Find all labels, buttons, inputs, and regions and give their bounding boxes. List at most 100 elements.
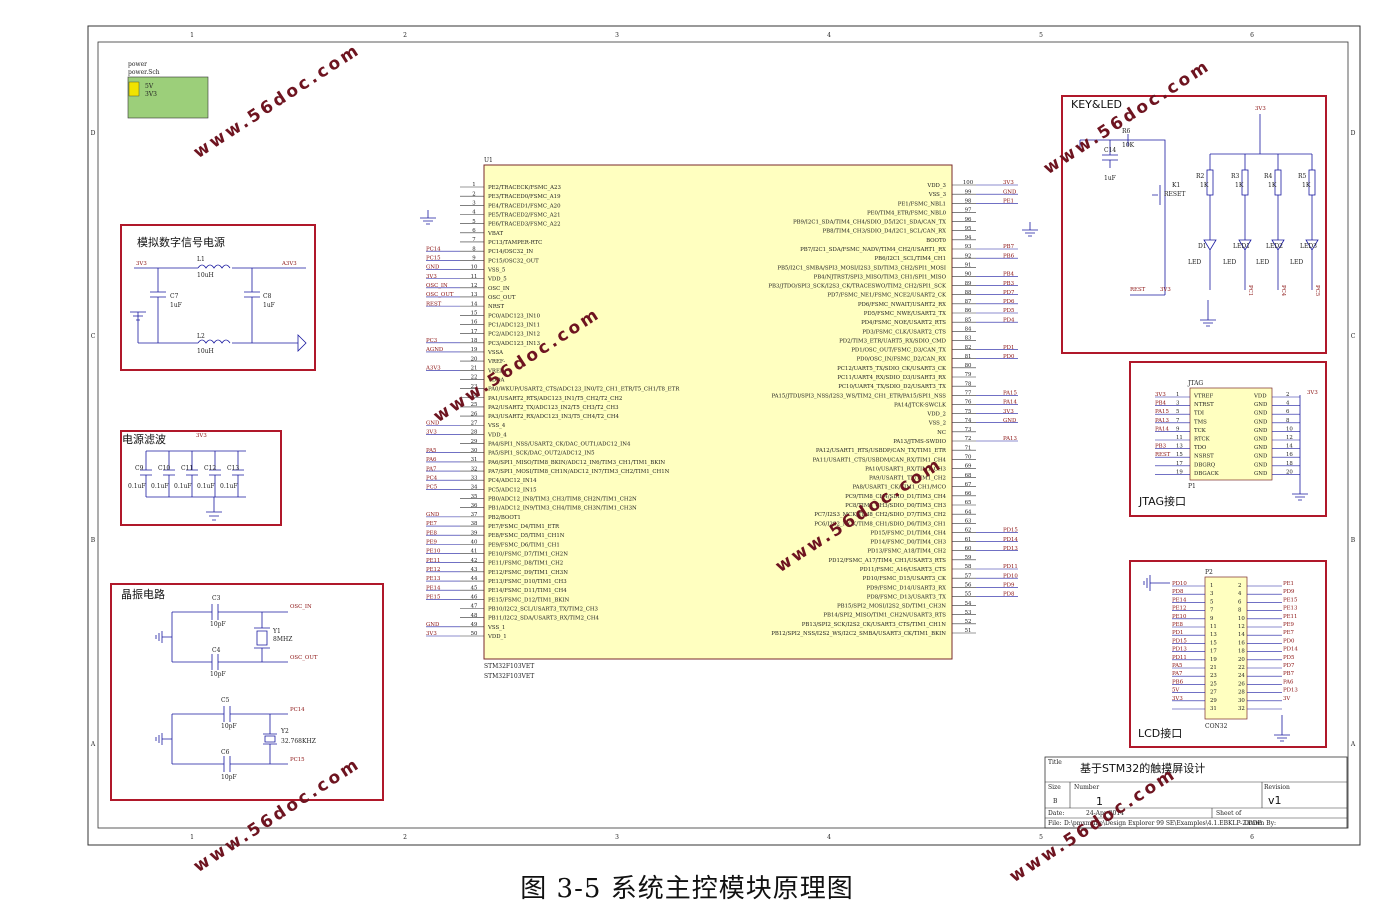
lcd-net-label: PD11 xyxy=(1172,655,1187,661)
mcu-pin-name: PA4/SPI1_NSS/USART2_CK/DAC_OUT1/ADC12_IN… xyxy=(488,442,631,448)
jtag-pin-number: 15 xyxy=(1176,452,1183,458)
led-resistor-value: 1K xyxy=(1268,182,1277,189)
mcu-net-label: GND xyxy=(426,622,440,628)
capacitor-symbol xyxy=(232,451,244,497)
jtag-pin-name: RTCK xyxy=(1194,437,1211,443)
grid-col-label: 2 xyxy=(403,32,407,39)
mcu-net-label: 3V3 xyxy=(1003,180,1014,186)
grid-col-label: 6 xyxy=(1250,834,1254,841)
mcu-pin-number: 54 xyxy=(965,601,972,607)
jtag-pin-name: TDO xyxy=(1194,445,1207,451)
mcu-net-label: OSC_OUT xyxy=(426,292,454,298)
mcu-net-label: PD4 xyxy=(1003,317,1015,323)
mcu-pin-name: PA8/USART1_CK/TIM1_CH1/MCO xyxy=(852,485,946,491)
grid-col-label: 6 xyxy=(1250,32,1254,39)
jtag-net-label: PB3 xyxy=(1155,444,1167,450)
mcu-pin-number: 59 xyxy=(965,555,972,561)
lcd-pin-number: 28 xyxy=(1238,690,1245,696)
mcu-pin-number: 24 xyxy=(471,393,478,399)
lcd-pin-number: 12 xyxy=(1238,624,1245,630)
led-resistor-ref: R5 xyxy=(1298,173,1307,180)
mcu-net-label: PE8 xyxy=(426,530,438,536)
mcu-pin-number: 86 xyxy=(965,308,972,314)
y2-value: 32.768KHZ xyxy=(281,738,316,745)
mcu-net-label: PD8 xyxy=(1003,592,1015,598)
mcu-pin-number: 51 xyxy=(965,628,972,634)
mcu-pin-number: 50 xyxy=(471,631,478,637)
mcu-pin-name: PD12/FSMC_A17/TIM4_CH1/USART3_RTS xyxy=(829,558,947,564)
mcu-pin-name: VBAT xyxy=(487,231,503,237)
mcu-pin-number: 32 xyxy=(471,466,478,472)
filter-cap-ref: C12 xyxy=(204,465,216,472)
mcu-pin-name: PE4/TRACED1/FSMC_A20 xyxy=(488,203,561,209)
lcd-pin-number: 20 xyxy=(1238,657,1245,663)
mcu-pin-number: 95 xyxy=(965,226,972,232)
lcd-net-label: PA7 xyxy=(1172,671,1183,677)
mcu-pin-name: PA10/USART1_RX/TIM1_CH3 xyxy=(865,466,946,472)
osc-out-net: OSC_OUT xyxy=(290,655,318,661)
k1-ref: K1 xyxy=(1172,182,1180,189)
lcd-pin-number: 11 xyxy=(1210,624,1217,630)
mcu-pin-name: PB10/I2C2_SCL/USART3_TX/TIM2_CH3 xyxy=(488,607,599,613)
lcd-net-label: PA5 xyxy=(1172,663,1183,669)
jtag-net-label: PA14 xyxy=(1155,426,1169,432)
mcu-pin-number: 35 xyxy=(471,494,478,500)
lcd-pin-number: 27 xyxy=(1210,690,1217,696)
mcu-net-label: PE14 xyxy=(426,585,441,591)
filter-cap-ref: C13 xyxy=(227,465,239,472)
mcu-pin-number: 85 xyxy=(965,317,972,323)
mcu-pin-name: PA3/USART2_RX/ADC123_IN3/T5_CH4/T2_CH4 xyxy=(488,414,620,420)
mcu-pin-name: PA5/SPI1_SCK/DAC_OUT2/ADC12_IN5 xyxy=(488,451,595,457)
lcd-pin-number: 23 xyxy=(1210,673,1217,679)
resistor-led-wire xyxy=(1305,154,1319,290)
led-net-label: PC5 xyxy=(1314,285,1320,297)
mcu-pin-name: PC11/UART4_RX/SDIO_D3/USART3_RX xyxy=(837,375,946,381)
lcd-pin-number: 8 xyxy=(1238,608,1242,614)
mcu-pin-name: OSC_IN xyxy=(488,286,510,292)
mcu-pin-number: 22 xyxy=(471,375,478,381)
mcu-pin-name: OSC_OUT xyxy=(488,295,516,301)
grid-row-label: D xyxy=(91,130,96,137)
size-value: B xyxy=(1053,798,1058,805)
lcd-net-label: PD7 xyxy=(1283,663,1295,669)
mcu-net-label: PE9 xyxy=(426,540,438,546)
mcu-pin-name: PA15/JTDI/SPI3_NSS/I2S3_WS/TIM2_CH1_ETR/… xyxy=(771,393,946,399)
lcd-net-label: PD14 xyxy=(1283,647,1298,653)
mcu-pin-name: PA9/USART1_TX/TIM1_CH2 xyxy=(869,476,946,482)
mcu-pin-number: 30 xyxy=(471,448,478,454)
jtag-pin-number: 1 xyxy=(1176,392,1179,398)
mcu-pin-name: PD11/FSMC_A16/USART3_CTS xyxy=(860,567,946,573)
filter-cap-value: 0.1uF xyxy=(128,483,146,490)
mcu-net-label: AGND xyxy=(425,347,444,353)
resistor-led-wire xyxy=(1238,154,1252,290)
mcu-pin-number: 83 xyxy=(965,336,972,342)
jtag-p1: P1 xyxy=(1188,483,1196,490)
mcu-net-label: OSC_IN xyxy=(426,283,448,289)
grid-row-label: A xyxy=(90,741,96,748)
mcu-net-label: GND xyxy=(426,420,440,426)
r6-ref: R6 xyxy=(1122,128,1131,135)
mcu-pin-name: PD1/OSC_OUT/FSMC_D3/CAN_TX xyxy=(851,348,946,354)
resistor-led-wire xyxy=(1203,154,1217,290)
jtag-pin-number: 17 xyxy=(1176,461,1183,467)
mcu-pin-number: 53 xyxy=(965,610,972,616)
analog-net-in: 3V3 xyxy=(136,261,147,267)
mcu-pin-number: 55 xyxy=(965,592,972,598)
mcu-net-label: PA5 xyxy=(426,448,437,454)
jtag-right-number: 6 xyxy=(1286,409,1290,415)
analog-block-title: 模拟数字信号电源 xyxy=(137,235,225,249)
mcu-pin-name: PA14/JTCK-SWCLK xyxy=(894,402,947,408)
number-value: 1 xyxy=(1096,795,1103,808)
jtag-right-name: GND xyxy=(1254,402,1268,408)
mcu-net-label: PC15 xyxy=(426,256,441,262)
capacitor-symbol xyxy=(186,451,198,497)
mcu-pin-number: 25 xyxy=(471,402,478,408)
grid-row-label: A xyxy=(1350,741,1356,748)
mcu-pin-name: PB14/SPI2_MISO/TIM1_CH2N/USART3_RTS xyxy=(823,613,946,619)
led-resistor-ref: R4 xyxy=(1264,173,1273,180)
mcu-pin-number: 4 xyxy=(472,210,476,216)
lcd-net-label: PE7 xyxy=(1283,630,1295,636)
jtag-net-label: PB4 xyxy=(1155,401,1167,407)
power-port-3v3: 3V3 xyxy=(145,91,157,98)
title-text: 基于STM32的触摸屏设计 xyxy=(1080,761,1205,775)
